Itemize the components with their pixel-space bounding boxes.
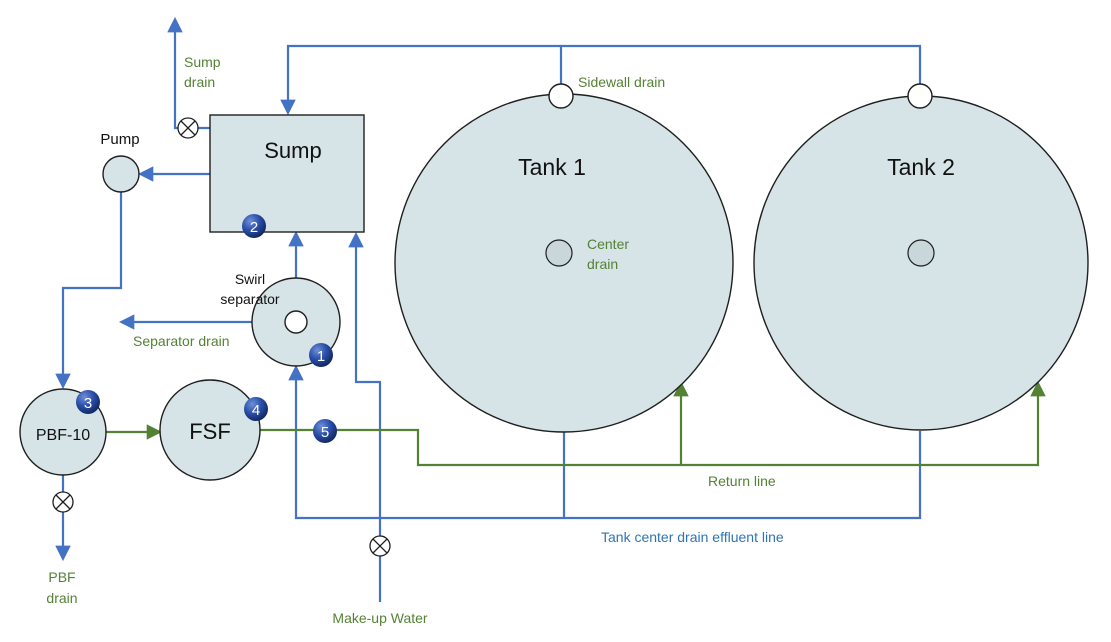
tank-1-label: Tank 1 [518,154,586,180]
make-up-water-pipe [348,231,382,602]
pbf-drain-label-line1: PBF [48,569,75,585]
badge-1: 1 [309,343,333,367]
svg-text:4: 4 [252,402,260,419]
badge-3: 3 [76,390,100,414]
swirl-separator-inlet [284,310,308,334]
make-up-water-valve-icon[interactable] [369,535,391,557]
sidewall-drain-label: Sidewall drain [578,74,665,90]
fsf-filter [159,379,261,481]
pump-label: Pump [100,131,139,148]
svg-text:2: 2 [250,219,258,236]
pump [102,155,140,193]
svg-text:1: 1 [317,348,325,365]
tank-2-sidewall-drain-port [907,83,933,109]
return-line-label: Return line [708,473,776,489]
tank-2-center-drain [907,239,935,267]
pbf-10-label: PBF-10 [36,427,90,444]
sump-box [209,114,365,233]
pbf-drain-valve-icon[interactable] [52,491,74,513]
swirl-separator-label-line2: separator [220,291,279,307]
badge-2: 2 [242,214,266,238]
sump-drain-label-line1: Sump [184,54,221,70]
badge-4: 4 [244,397,268,421]
sump-drain-label-line2: drain [184,74,215,90]
tank-center-drain-effluent-line [296,368,922,520]
pbf-drain-label-line2: drain [46,590,77,606]
return-line-pipe [260,380,1046,467]
separator-drain-label: Separator drain [133,333,230,349]
tank-1-center-drain [545,239,573,267]
badge-5: 5 [313,419,337,443]
svg-text:5: 5 [321,424,329,441]
sidewall-drain-pipe [559,44,922,85]
tank-center-drain-effluent-line-label: Tank center drain effluent line [601,529,784,545]
fsf-label: FSF [189,419,231,444]
sump-drain-valve-icon[interactable] [177,117,199,139]
svg-text:3: 3 [84,395,92,412]
pump-to-pbf-pipe [55,191,123,390]
swirl-separator-label-line1: Swirl [235,271,265,287]
sump-label: Sump [264,138,321,163]
center-drain-label-line1: Center [587,236,629,252]
make-up-water-label: Make-up Water [332,610,428,626]
tank-2-label: Tank 2 [887,154,955,180]
center-drain-label-line2: drain [587,256,618,272]
sidewall-to-sump-pipe [280,44,561,116]
tank-1-sidewall-drain-port [548,83,574,109]
